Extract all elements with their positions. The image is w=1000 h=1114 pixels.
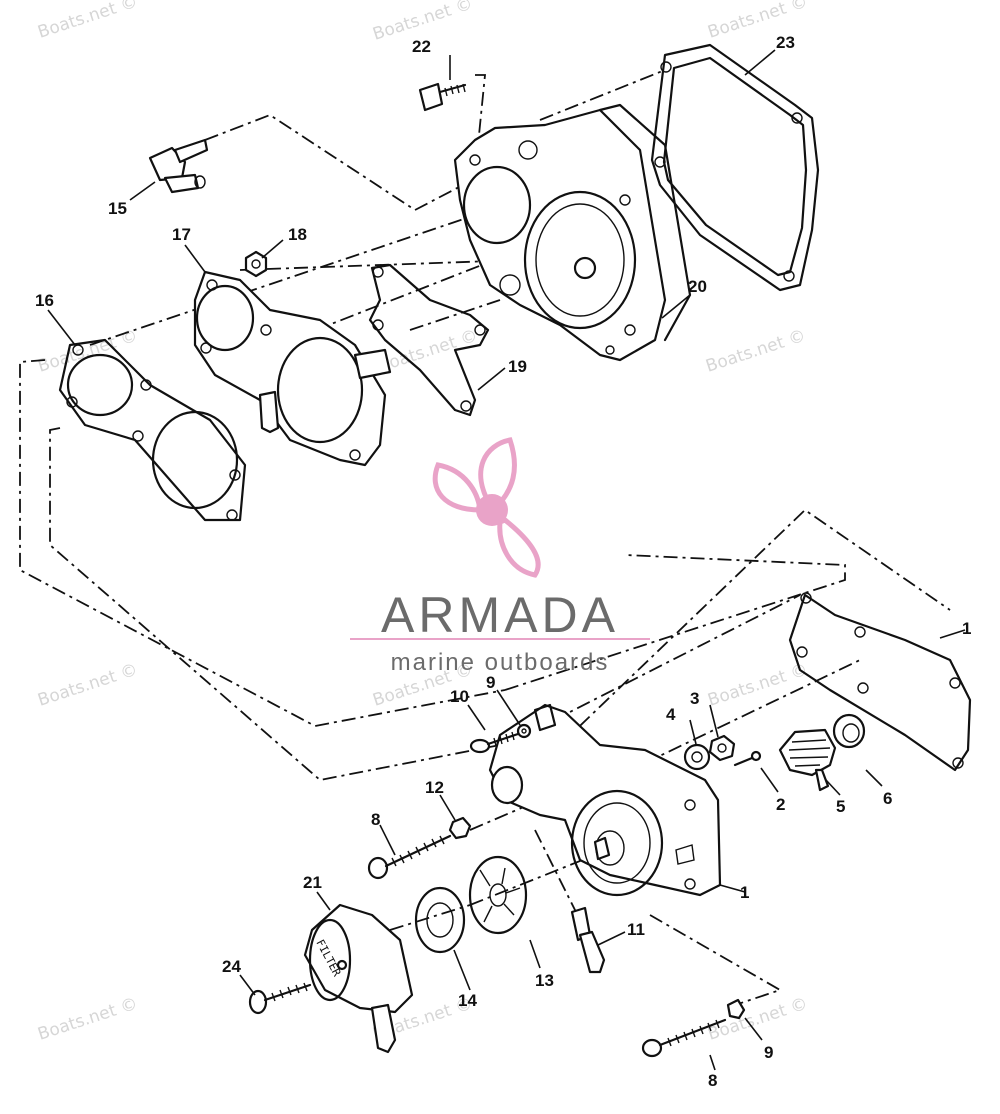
callout-4: 4 [666, 705, 676, 724]
part-8-bolt-lower [641, 1018, 727, 1058]
callout-11: 11 [627, 920, 645, 939]
callout-9-lower: 9 [764, 1043, 773, 1062]
callout-15: 15 [108, 199, 127, 218]
callout-24: 24 [222, 957, 241, 976]
part-17-manifold [193, 270, 392, 467]
callout-6: 6 [883, 789, 892, 808]
callout-3: 3 [690, 689, 699, 708]
callout-13: 13 [535, 971, 554, 990]
part-15-elbow-fitting [148, 138, 209, 194]
part-8-bolt [367, 834, 452, 880]
watermark: Boats.net © [35, 0, 140, 43]
callout-14: 14 [458, 991, 477, 1010]
callout-labels: 22 23 15 16 17 18 19 20 1 6 5 2 4 3 10 9… [35, 33, 971, 1090]
callout-12: 12 [425, 778, 444, 797]
callout-17: 17 [172, 225, 191, 244]
callout-1-upper: 1 [962, 619, 971, 638]
watermark: Boats.net © [35, 994, 140, 1045]
callout-9-upper: 9 [486, 673, 495, 692]
part-23-gasket [650, 43, 820, 292]
part-19-bracket [368, 263, 490, 417]
part-12-washer [448, 816, 472, 840]
part-21-filter-cap: FILTER [303, 903, 414, 1054]
part-14-washer-ring [414, 886, 466, 954]
watermark: Boats.net © [703, 326, 808, 377]
part-16-gasket [58, 338, 247, 522]
brand-name: ARMADA [381, 587, 619, 643]
callout-2: 2 [776, 795, 785, 814]
part-4-washer [683, 743, 711, 771]
callout-18: 18 [288, 225, 307, 244]
callout-10: 10 [450, 687, 469, 706]
watermark: Boats.net © [35, 660, 140, 711]
callout-8-lower: 8 [708, 1071, 717, 1090]
part-3-nut [708, 734, 736, 762]
callout-1-lower: 1 [740, 883, 749, 902]
callout-20: 20 [688, 277, 707, 296]
leader-lines [47, 49, 966, 1071]
part-11-fitting [570, 906, 606, 974]
part-1-gasket [788, 592, 972, 772]
part-1-housing [488, 703, 722, 897]
part-22-bolt [418, 82, 467, 112]
callout-19: 19 [508, 357, 527, 376]
callout-8-upper: 8 [371, 810, 380, 829]
part-9-washer [516, 723, 532, 739]
part-2-screw [733, 750, 762, 767]
watermark: Boats.net © [705, 994, 810, 1045]
callout-22: 22 [412, 37, 431, 56]
callout-23: 23 [776, 33, 795, 52]
part-20-housing-cover [453, 103, 692, 362]
propeller-icon [432, 437, 541, 578]
part-10-screw [469, 731, 520, 754]
part-18-nut [244, 250, 268, 278]
callout-5: 5 [836, 797, 845, 816]
brand-tagline: marine outboards [391, 649, 610, 676]
part-5-thermostat [778, 728, 837, 792]
part-13-strainer [468, 855, 528, 935]
watermark: Boats.net © [705, 660, 810, 711]
armada-logo: ARMADA marine outboards [350, 437, 650, 676]
callout-21: 21 [303, 873, 322, 892]
watermark: Boats.net © [375, 326, 480, 377]
callout-16: 16 [35, 291, 54, 310]
assembly-lines [19, 69, 951, 1006]
part-9-washer-lower [726, 998, 746, 1020]
part-24-screw [248, 982, 312, 1015]
part-6-seal-ring [832, 713, 866, 749]
